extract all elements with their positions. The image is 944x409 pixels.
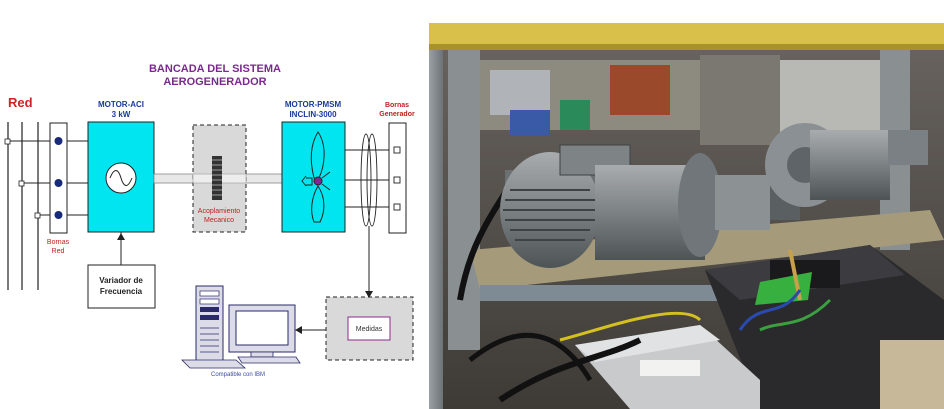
current-sensor-outer <box>360 133 372 227</box>
diagram-title-line1: BANCADA DEL SISTEMA <box>149 63 281 75</box>
wind-turbine-icon <box>301 131 331 223</box>
bornas-red-terminal-2 <box>54 179 63 187</box>
medidas-arrow <box>365 291 373 298</box>
gear-coupling-icon <box>212 156 222 200</box>
wind-bench-diagram: BANCADA DEL SISTEMA AEROGENERADOR Red Bo… <box>4 63 415 378</box>
variador-label-line2: Frecuencia <box>100 287 143 296</box>
bornas-gen-label-line1: Bornas <box>385 102 409 109</box>
computer-arrow <box>295 326 302 334</box>
computer-caption: Compatible con IBM <box>211 372 265 378</box>
variador-box <box>87 264 156 309</box>
variador-label-line1: Variador de <box>99 276 143 285</box>
motor-aci-label-line2: 3 kW <box>112 110 131 119</box>
medidas-label: Medidas <box>356 326 383 333</box>
medidas-box <box>347 316 391 341</box>
current-sensor-inner <box>366 133 378 227</box>
test-bench-photo <box>429 23 944 409</box>
bornas-gen-label-line2: Generador <box>379 111 415 118</box>
acoplamiento-label-line2: Mecanico <box>204 217 234 224</box>
grid-nodes <box>4 138 41 219</box>
generator-output-lines <box>345 149 393 208</box>
bornas-red-label-line1: Bornas <box>47 239 70 246</box>
bornas-red-terminal-3 <box>54 211 63 219</box>
motor-aci-label-line1: MOTOR-ACI <box>98 100 144 109</box>
motor-pmsm-label-line1: MOTOR-PMSM <box>285 100 342 109</box>
diagram-title-line2: AEROGENERADOR <box>163 76 266 88</box>
desktop-computer-icon <box>181 285 301 369</box>
grid-lines <box>7 122 39 290</box>
motor-aci-feed-lines <box>67 140 88 216</box>
sine-wave-symbol-icon <box>105 162 137 194</box>
bornas-gen-terminals <box>393 146 401 211</box>
acoplamiento-label-line1: Acoplamiento <box>198 208 241 215</box>
motor-pmsm-label-line2: INCLIN-3000 <box>289 110 337 119</box>
bornas-red-label-line2: Red <box>52 248 65 255</box>
bornas-red-terminal-1 <box>54 137 63 145</box>
variador-arrow <box>117 233 125 240</box>
bornas-red-box <box>49 122 68 234</box>
red-label: Red <box>8 95 33 110</box>
